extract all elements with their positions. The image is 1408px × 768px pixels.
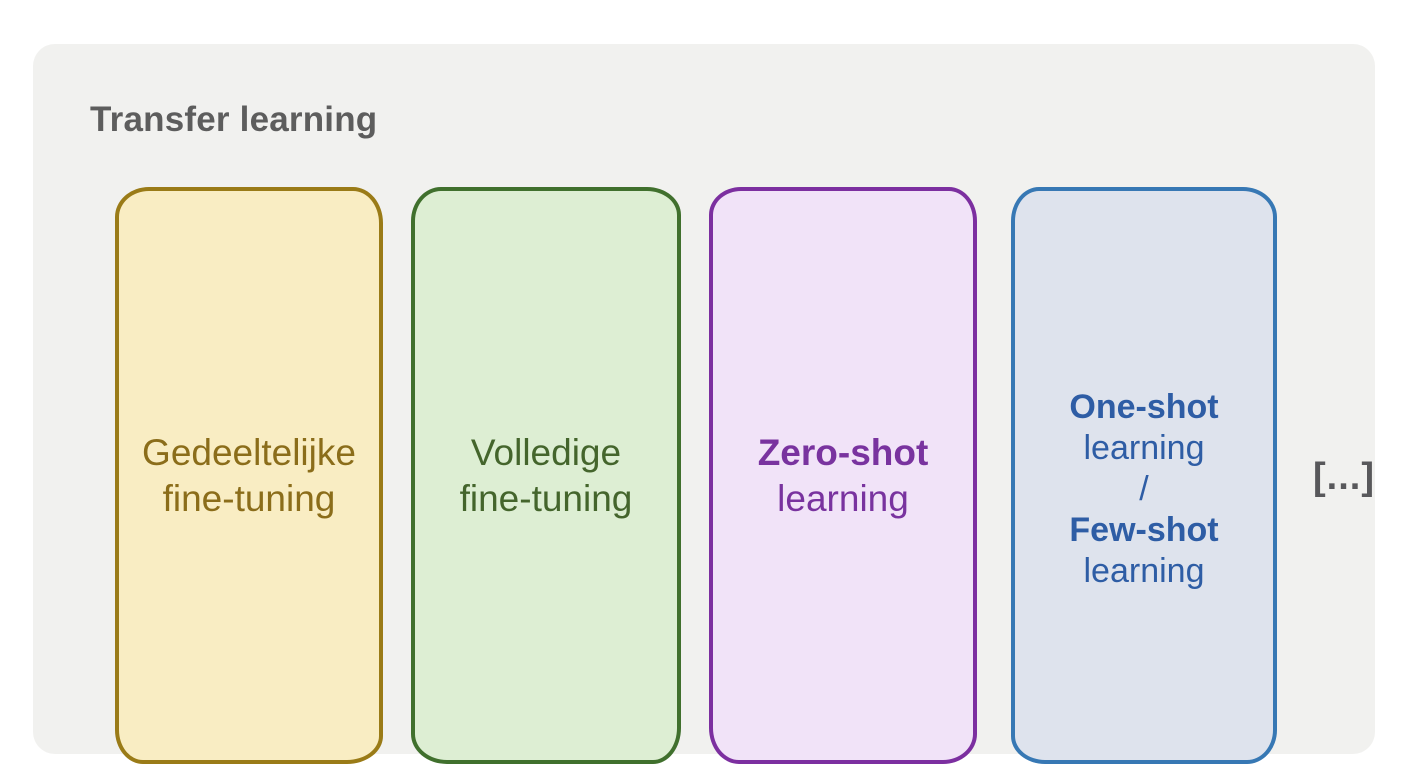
card-text-line: Zero-shot (757, 431, 929, 473)
card-text-line: One-shot (1069, 388, 1219, 426)
card-text-line: / (1139, 470, 1149, 508)
card-text-line: Volledige (470, 431, 622, 473)
card-one-shot-few-shot-learning: One-shot learning / Few-shot learning (1011, 187, 1277, 764)
card-text-line: fine-tuning (459, 477, 633, 519)
card-text-line: learning (1083, 552, 1205, 590)
card-zero-shot-learning-text: Zero-shot learning (713, 430, 973, 522)
card-full-fine-tuning-text: Volledige fine-tuning (415, 430, 677, 522)
transfer-learning-panel: Transfer learning Gedeeltelijke fine-tun… (33, 44, 1375, 764)
card-text-line: learning (777, 477, 909, 519)
card-text-line: Few-shot (1069, 511, 1219, 549)
card-full-fine-tuning: Volledige fine-tuning (411, 187, 681, 764)
card-text-line: Gedeeltelijke (142, 431, 356, 473)
card-one-shot-few-shot-learning-text: One-shot learning / Few-shot learning (1015, 387, 1273, 592)
card-partial-fine-tuning: Gedeeltelijke fine-tuning (115, 187, 383, 764)
panel-title: Transfer learning (90, 100, 378, 139)
card-zero-shot-learning: Zero-shot learning (709, 187, 977, 764)
card-text-line: fine-tuning (162, 477, 336, 519)
card-text-line: learning (1083, 429, 1205, 467)
more-categories-indicator: [...] (1313, 456, 1375, 498)
card-partial-fine-tuning-text: Gedeeltelijke fine-tuning (119, 430, 379, 522)
